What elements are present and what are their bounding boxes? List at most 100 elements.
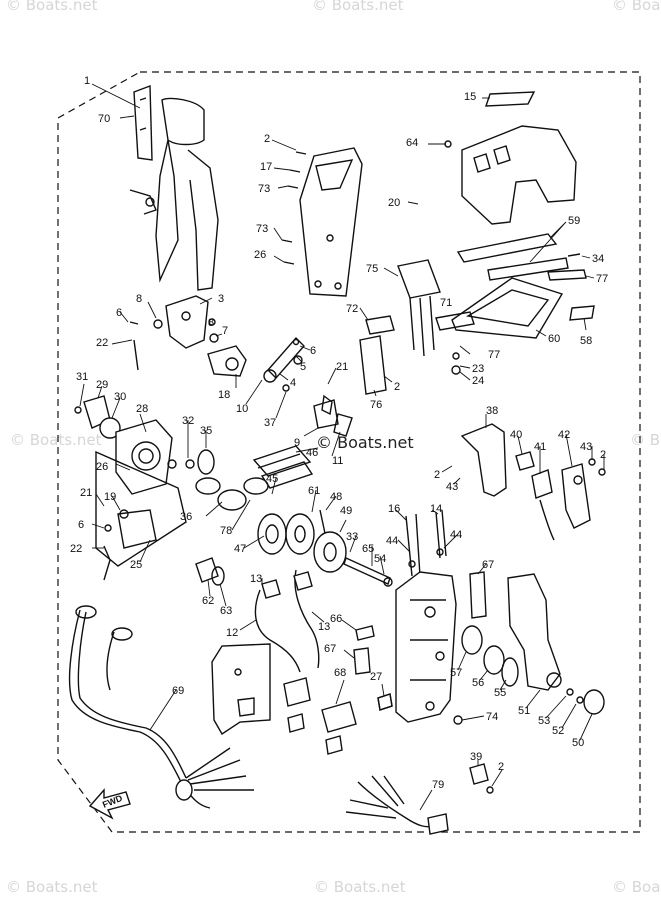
bushing bbox=[355, 625, 375, 641]
label-24: 24 bbox=[472, 375, 484, 387]
label-13: 13 bbox=[250, 573, 262, 585]
label-33: 33 bbox=[346, 531, 358, 543]
label-75: 75 bbox=[366, 263, 378, 275]
label-59: 59 bbox=[568, 215, 580, 227]
sensor-harness bbox=[195, 557, 320, 673]
label-44b: 44 bbox=[450, 529, 462, 541]
label-38: 38 bbox=[486, 405, 498, 417]
main-housing bbox=[395, 571, 457, 723]
control-lever-upper bbox=[129, 84, 219, 291]
label-71: 71 bbox=[440, 297, 452, 309]
lower-bracket bbox=[95, 450, 187, 581]
label-5: 5 bbox=[300, 361, 306, 373]
assembly-boundary bbox=[57, 71, 641, 833]
label-52: 52 bbox=[552, 725, 564, 737]
label-47: 47 bbox=[234, 543, 246, 555]
label-55: 55 bbox=[494, 687, 506, 699]
label-7: 7 bbox=[222, 325, 228, 337]
label-2e: 2 bbox=[498, 761, 504, 773]
label-36: 36 bbox=[180, 511, 192, 523]
label-66: 66 bbox=[330, 613, 342, 625]
label-77: 77 bbox=[596, 273, 608, 285]
label-21b: 21 bbox=[80, 487, 92, 499]
label-56: 56 bbox=[472, 677, 484, 689]
label-67: 67 bbox=[482, 559, 494, 571]
label-20: 20 bbox=[388, 197, 400, 209]
label-2: 2 bbox=[264, 133, 270, 145]
connectors bbox=[283, 677, 393, 755]
label-39: 39 bbox=[470, 751, 482, 763]
label-77b: 77 bbox=[488, 349, 500, 361]
fwd-arrow: FWD bbox=[88, 788, 131, 820]
switch-assembly bbox=[359, 259, 475, 395]
mounting-brackets bbox=[456, 233, 587, 281]
label-23: 23 bbox=[472, 363, 484, 375]
label-6b: 6 bbox=[310, 345, 316, 357]
trim-harness bbox=[345, 775, 449, 835]
label-3: 3 bbox=[218, 293, 224, 305]
watermark-top-right: © Boats.net bbox=[612, 0, 661, 14]
label-41: 41 bbox=[534, 441, 546, 453]
label-28: 28 bbox=[136, 403, 148, 415]
label-51: 51 bbox=[518, 705, 530, 717]
lower-lever-panel bbox=[211, 643, 271, 735]
label-35: 35 bbox=[200, 425, 212, 437]
watermark-center: © Boats.net bbox=[316, 433, 414, 452]
label-37: 37 bbox=[264, 417, 276, 429]
label-9: 9 bbox=[294, 437, 300, 449]
watermark-top-left: © Boats.net bbox=[6, 0, 98, 14]
watermark-top-center: © Boats.net bbox=[312, 0, 404, 14]
switch-housing bbox=[460, 423, 606, 541]
label-62: 62 bbox=[202, 595, 214, 607]
label-2d: 2 bbox=[434, 469, 440, 481]
label-70: 70 bbox=[98, 113, 110, 125]
label-14: 14 bbox=[430, 503, 442, 515]
shift-linkage bbox=[263, 336, 305, 392]
label-44: 44 bbox=[386, 535, 398, 547]
label-57: 57 bbox=[450, 667, 462, 679]
label-50: 50 bbox=[572, 737, 584, 749]
label-4: 4 bbox=[290, 377, 296, 389]
part-number-labels: 1 70 2 17 73 73 26 15 64 20 59 34 77 75 … bbox=[70, 75, 608, 791]
label-8b: 8 bbox=[208, 317, 214, 329]
label-73: 73 bbox=[258, 183, 270, 195]
label-54: 54 bbox=[374, 553, 386, 565]
label-2b: 2 bbox=[394, 381, 400, 393]
label-11: 11 bbox=[332, 455, 343, 467]
label-32: 32 bbox=[182, 415, 194, 427]
friction-plates bbox=[74, 395, 121, 439]
label-74: 74 bbox=[486, 711, 498, 723]
label-60: 60 bbox=[548, 333, 560, 345]
watermark-mid-left: © Boats.net bbox=[10, 431, 102, 449]
label-58: 58 bbox=[580, 335, 592, 347]
label-22b: 22 bbox=[70, 543, 82, 555]
label-48: 48 bbox=[330, 491, 342, 503]
label-1: 1 bbox=[84, 75, 90, 87]
label-46: 46 bbox=[306, 447, 318, 459]
top-cover-assembly bbox=[444, 91, 577, 225]
label-22: 22 bbox=[96, 337, 108, 349]
label-43: 43 bbox=[580, 441, 592, 453]
small-brackets bbox=[313, 394, 353, 437]
label-49: 49 bbox=[340, 505, 352, 517]
label-34: 34 bbox=[592, 253, 604, 265]
gasket-plate bbox=[451, 277, 595, 339]
label-67b: 67 bbox=[324, 643, 336, 655]
upper-cover-plate bbox=[281, 147, 363, 297]
label-16: 16 bbox=[388, 503, 400, 515]
label-65: 65 bbox=[362, 543, 374, 555]
label-6: 6 bbox=[116, 307, 122, 319]
watermark-bottom-left: © Boats.net bbox=[6, 878, 98, 896]
gear-housing bbox=[115, 419, 287, 555]
label-72: 72 bbox=[346, 303, 358, 315]
label-18: 18 bbox=[218, 389, 230, 401]
label-61: 61 bbox=[308, 485, 320, 497]
label-26: 26 bbox=[254, 249, 266, 261]
label-17: 17 bbox=[260, 161, 272, 173]
label-42: 42 bbox=[558, 429, 570, 441]
label-45: 45 bbox=[266, 473, 278, 485]
label-29: 29 bbox=[96, 379, 108, 391]
label-6c: 6 bbox=[78, 519, 84, 531]
label-76: 76 bbox=[370, 399, 382, 411]
